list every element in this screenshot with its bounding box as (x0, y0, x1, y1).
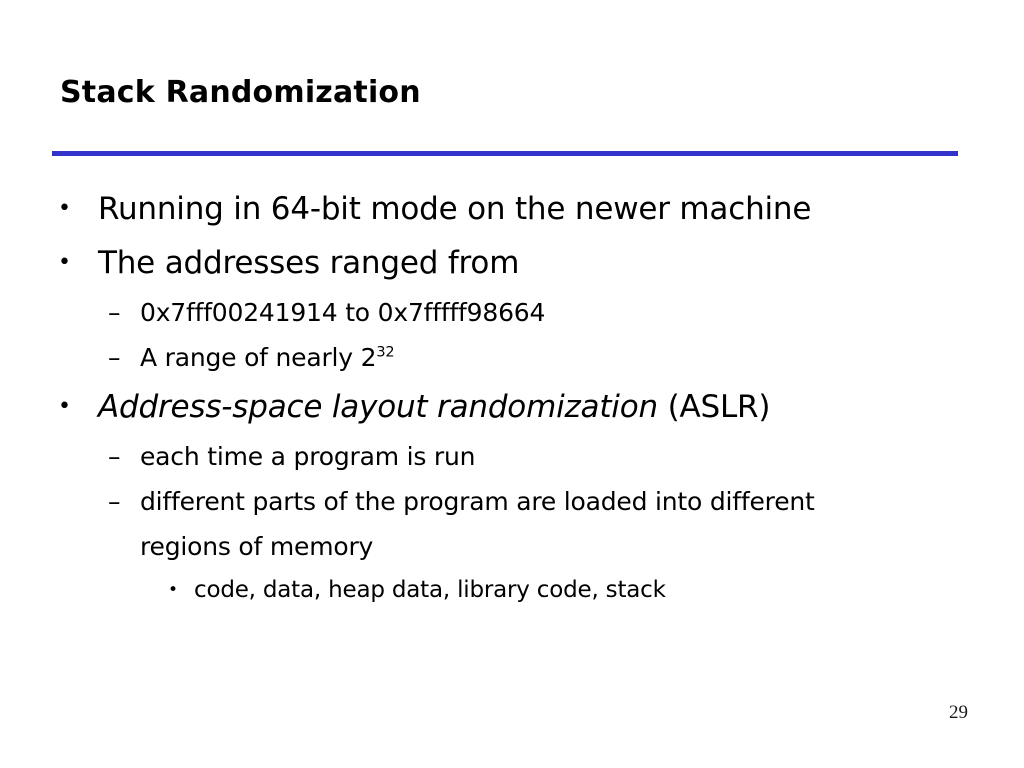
bullet-text: different parts of the program are loade… (140, 487, 815, 561)
bullet-marker-icon: • (58, 196, 71, 221)
bullet-marker-icon: • (58, 250, 71, 275)
bullet-level2: – A range of nearly 232 (0, 335, 1024, 380)
bullet-level1: • Running in 64-bit mode on the newer ma… (0, 182, 1024, 236)
bullet-text-address-range: 0x7fff00241914 to 0x7fffff98664 (140, 298, 546, 327)
bullet-text: The addresses ranged from (98, 245, 520, 281)
bullet-level1: • The addresses ranged from (0, 236, 1024, 290)
bullet-level2: – each time a program is run (0, 434, 1024, 479)
slide-body: • Running in 64-bit mode on the newer ma… (0, 182, 1024, 611)
bullet-text: each time a program is run (140, 442, 476, 471)
bullet-text-aslr: Address-space layout randomization (ASLR… (98, 380, 1024, 434)
bullet-level2: – 0x7fff00241914 to 0x7fffff98664 (0, 290, 1024, 335)
page-title: Stack Randomization (60, 75, 421, 110)
bullet-text: code, data, heap data, library code, sta… (194, 577, 666, 603)
page-number: 29 (949, 702, 968, 723)
range-size-exponent: 32 (376, 344, 395, 361)
aslr-term-italic: Address-space layout randomization (98, 389, 658, 425)
dash-marker-icon: – (108, 487, 121, 516)
bullet-marker-icon: • (168, 580, 179, 600)
bullet-level1: • Address-space layout randomization (AS… (0, 380, 1024, 434)
range-size-prefix: A range of nearly 2 (140, 343, 377, 372)
bullet-text-range-size: A range of nearly 232 (140, 335, 1024, 380)
aslr-acronym: (ASLR) (657, 389, 771, 425)
dash-marker-icon: – (108, 343, 121, 372)
bullet-marker-icon: • (58, 394, 71, 419)
dash-marker-icon: – (108, 442, 121, 471)
bullet-level3: • code, data, heap data, library code, s… (0, 569, 1024, 611)
bullet-text: Running in 64-bit mode on the newer mach… (98, 191, 812, 227)
bullet-level2: – different parts of the program are loa… (0, 479, 1024, 569)
dash-marker-icon: – (108, 298, 121, 327)
title-divider (52, 151, 958, 156)
